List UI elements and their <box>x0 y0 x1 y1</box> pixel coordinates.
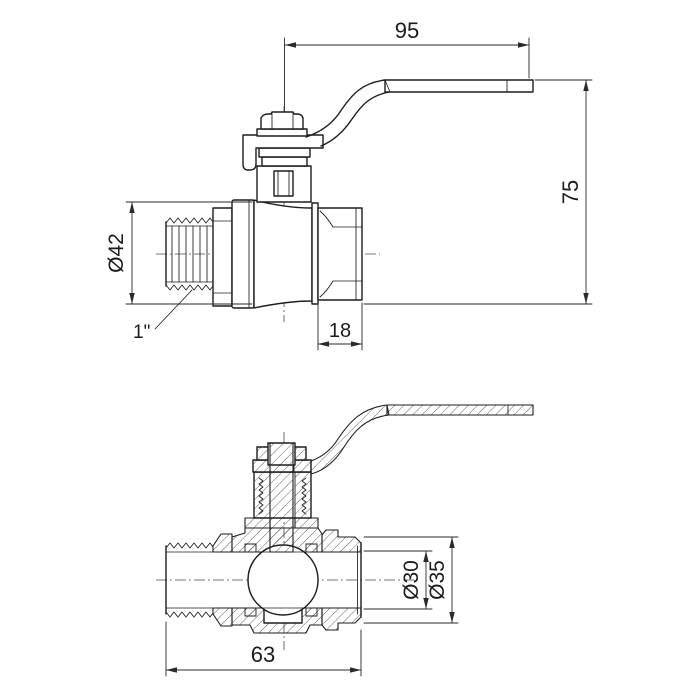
side-view: 95 75 Ø42 1" 18 <box>105 18 593 351</box>
section-view: 63 Ø30 Ø35 <box>156 404 534 677</box>
dim-outlet-depth: 18 <box>317 302 363 351</box>
seat-ring <box>244 607 257 617</box>
thread-size-label: 1" <box>133 289 193 343</box>
stem-window <box>273 170 294 197</box>
section-male-thread <box>165 542 214 618</box>
stem <box>269 442 294 553</box>
dim-body-length: 63 <box>165 621 362 677</box>
dim-overall-height: 75 <box>363 79 593 305</box>
dim-text-95: 95 <box>395 18 419 43</box>
valve-body <box>253 199 319 309</box>
dim-text-30: Ø30 <box>400 560 423 600</box>
section-handle <box>310 404 534 475</box>
dim-union-diameter: Ø42 <box>105 201 253 305</box>
male-thread <box>165 217 214 291</box>
section-stem-assembly <box>244 442 319 553</box>
hex-collar <box>212 207 233 307</box>
handle-bracket <box>242 134 324 171</box>
section-ball <box>231 543 362 617</box>
section-outlet <box>321 529 362 631</box>
dim-bore-diameter: Ø30 <box>363 550 433 610</box>
dim-text-63: 63 <box>251 642 275 667</box>
handle <box>305 79 534 147</box>
dim-text-35: Ø35 <box>426 560 449 600</box>
dim-text-18: 18 <box>329 320 351 342</box>
outlet-hex <box>317 207 363 301</box>
seat-ring <box>305 607 318 617</box>
dim-text-75: 75 <box>558 180 583 204</box>
stem-nut <box>256 111 308 137</box>
dim-outlet-diameter: Ø35 <box>363 536 459 624</box>
section-hex-collar <box>212 533 233 627</box>
bonnet <box>256 147 312 203</box>
seat-ring <box>244 543 257 553</box>
seat-ring <box>305 543 318 553</box>
label-text-1in: 1" <box>133 322 150 343</box>
dim-handle-length: 95 <box>284 18 530 113</box>
dim-text-42: Ø42 <box>105 233 128 273</box>
union-flange <box>231 199 255 309</box>
